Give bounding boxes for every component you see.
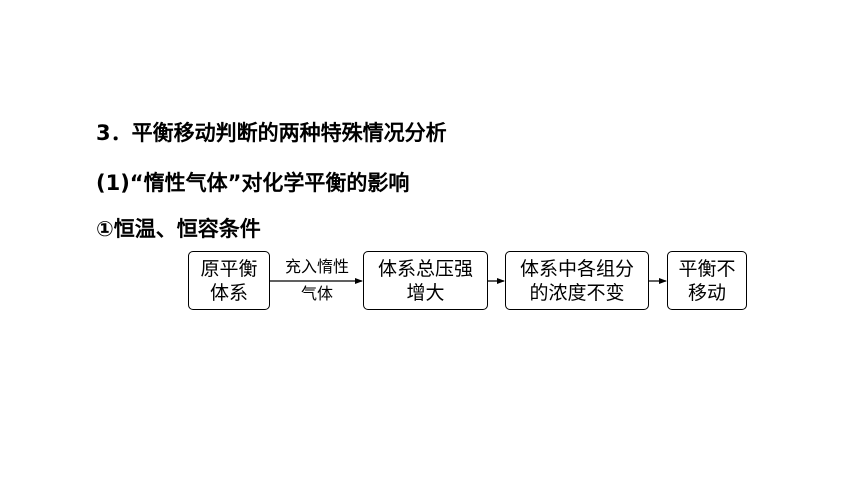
box-line: 平衡不 xyxy=(678,257,736,280)
box-line: 体系 xyxy=(209,281,248,304)
subsection-heading: (1)“惰性气体”对化学平衡的影响 xyxy=(96,171,410,195)
flow-box-total-pressure: 体系总压强 增大 xyxy=(363,251,488,310)
section-heading: 3．平衡移动判断的两种特殊情况分析 xyxy=(96,121,447,145)
box-line: 体系总压强 xyxy=(377,257,473,280)
arrow-label-top: 充入惰性 xyxy=(284,257,349,276)
flow-box-original-equilibrium: 原平衡 体系 xyxy=(188,251,270,310)
arrow-label-bottom: 气体 xyxy=(300,284,333,303)
box-line: 移动 xyxy=(687,281,726,304)
flow-box-no-shift: 平衡不 移动 xyxy=(667,251,747,310)
box-line: 的浓度不变 xyxy=(529,281,625,304)
flow-box-concentration: 体系中各组分 的浓度不变 xyxy=(505,251,649,310)
box-line: 体系中各组分 xyxy=(519,257,634,280)
box-line: 原平衡 xyxy=(200,257,258,280)
case-heading: ①恒温、恒容条件 xyxy=(96,217,261,241)
box-line: 增大 xyxy=(406,281,445,304)
